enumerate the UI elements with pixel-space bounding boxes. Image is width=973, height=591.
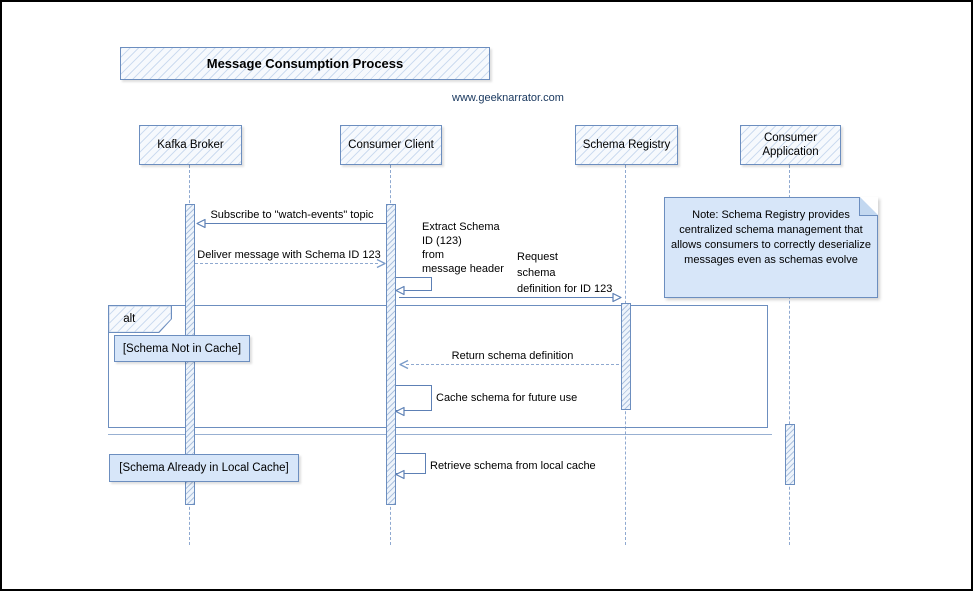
alt-fragment-frame	[108, 305, 768, 428]
self-message-retrieve-loop	[396, 453, 426, 474]
self-message-extract-loop	[396, 277, 432, 291]
diagram-title: Message Consumption Process	[120, 47, 490, 80]
guard-schema-already-in-cache: [Schema Already in Local Cache]	[109, 454, 299, 482]
self-message-cache-label: Cache schema for future use	[436, 392, 578, 404]
alt-fragment-bottom-echo	[108, 434, 772, 435]
arrowhead-left-icon	[394, 285, 405, 296]
self-message-retrieve-label: Retrieve schema from local cache	[430, 460, 596, 472]
message-deliver-label: Deliver message with Schema ID 123	[197, 249, 381, 261]
actor-box-schema-registry: Schema Registry	[575, 125, 678, 165]
guard-schema-not-in-cache: [Schema Not in Cache]	[114, 335, 250, 362]
arrowhead-left-icon	[394, 469, 405, 480]
arrowhead-left-icon	[195, 218, 206, 229]
activation-consumer-client	[386, 204, 396, 505]
activation-schema-registry	[621, 303, 631, 410]
actor-box-consumer-application: Consumer Application	[740, 125, 841, 165]
arrowhead-left-icon	[399, 359, 410, 370]
site-url-label: www.geeknarrator.com	[452, 92, 564, 104]
arrowhead-left-icon	[394, 406, 405, 417]
actor-box-kafka-broker: Kafka Broker	[139, 125, 242, 165]
alt-operator-tab: alt	[108, 305, 172, 333]
note-fold-icon	[859, 197, 878, 216]
message-deliver-line	[195, 263, 378, 264]
message-request-line	[399, 297, 616, 298]
message-return-label: Return schema definition	[451, 350, 574, 362]
arrowhead-right-icon	[375, 258, 386, 269]
activation-consumer-application	[785, 424, 795, 485]
message-request-label: Request schema definition for ID 123	[517, 251, 613, 295]
message-subscribe-line	[203, 223, 386, 224]
self-message-extract-label: Extract Schema ID (123) from message hea…	[422, 221, 504, 275]
actor-box-consumer-client: Consumer Client	[340, 125, 442, 165]
alt-operator-label: alt	[109, 306, 171, 332]
note-text: Note: Schema Registry provides centraliz…	[671, 209, 871, 266]
self-message-cache-loop	[396, 385, 432, 411]
message-subscribe-label: Subscribe to "watch-events" topic	[210, 209, 374, 221]
message-return-line	[406, 364, 619, 365]
arrowhead-right-icon	[612, 292, 623, 303]
lifeline-consumer-application	[789, 165, 790, 545]
note-box: Note: Schema Registry provides centraliz…	[664, 197, 878, 298]
